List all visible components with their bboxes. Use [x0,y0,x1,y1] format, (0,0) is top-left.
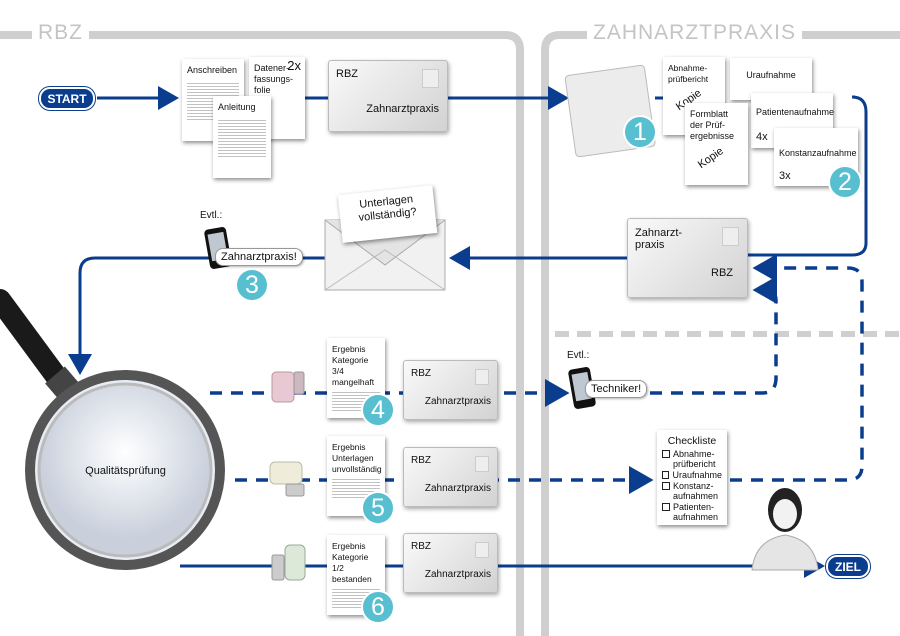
doc-title: Abnahme- prüfbericht [668,63,709,84]
checklist-title: Checkliste [667,435,717,447]
checklist-item-label: Patienten- aufnahmen [673,502,719,522]
sender: Zahnarzt- praxis [635,227,683,251]
doc-title: Formblatt der Prüf- ergebnisse [690,109,735,141]
checklist-item-label: Uraufnahme [672,470,722,480]
recipient: RBZ [711,267,733,279]
doc-title: Konstanzaufnahme [779,148,857,158]
copy-watermark: Kopie [695,145,726,172]
phone-label: Evtl.: [567,350,590,361]
doc-title: Anleitung [218,102,256,112]
thumbs-sideways-icon [269,461,305,497]
recipient: Zahnarztpraxis [424,569,491,580]
checkbox[interactable] [662,450,670,458]
recipient: Zahnarztpraxis [424,483,491,494]
sender: RBZ [336,68,358,80]
lane-dividers [0,31,900,636]
result-text: Ergebnis Unterlagen unvollständig [332,442,382,474]
speech-bubble-technician: Techniker! [585,380,648,398]
step-number-2: 2 [828,165,862,199]
checklist-item: Uraufnahme [662,470,722,480]
step-number-6: 6 [361,590,395,624]
envelope-rbz-to-praxis: RBZ Zahnarztpraxis [328,60,448,132]
thumbs-down-icon [271,371,305,403]
sender: RBZ [411,541,431,552]
count-label: 3x [779,170,791,182]
lane-label-rbz: RBZ [32,21,89,45]
sender: RBZ [411,368,431,379]
step-number-1: 1 [623,115,657,149]
quality-check-label: Qualitätsprüfung [85,465,166,477]
result-text: Ergebnis Kategorie 1/2 bestanden [332,541,372,584]
checklist-item: Konstanz- aufnahmen [662,481,722,501]
checklist-item: Patienten- aufnahmen [662,502,722,522]
start-badge: START [39,87,95,110]
incomplete-documents-note: Unterlagen vollständig? [337,185,438,243]
result-text: Ergebnis Kategorie 3/4 mangelhaft [332,344,375,387]
checklist-item-label: Konstanz- aufnahmen [673,481,719,501]
thumbs-up-icon [271,544,306,581]
doc-title: Patientenaufnahme [756,107,835,117]
magnifier-icon [0,289,225,570]
doc-title: Anschreiben [187,65,238,75]
step-number-5: 5 [361,491,395,525]
dentist-avatar [751,488,819,571]
sender: RBZ [411,455,431,466]
checkbox[interactable] [662,482,670,490]
checklist-item: Abnahme- prüfbericht [662,449,722,469]
recipient: Zahnarztpraxis [366,103,439,115]
goal-badge: ZIEL [826,555,870,578]
result-envelope: RBZ Zahnarztpraxis [403,533,498,593]
phone-label: Evtl.: [200,210,223,221]
doc-title: Datener- fassungs- folie [254,63,294,95]
count-label: 2x [287,58,301,73]
speech-bubble-praxis: Zahnarztpraxis! [215,248,303,266]
checkbox[interactable] [662,503,670,511]
checkbox[interactable] [662,471,670,479]
recipient: Zahnarztpraxis [424,396,491,407]
result-envelope: RBZ Zahnarztpraxis [403,447,498,507]
count-label: 4x [756,131,768,143]
result-envelope: RBZ Zahnarztpraxis [403,360,498,420]
step-number-4: 4 [361,393,395,427]
step-number-3: 3 [235,268,269,302]
checklist-item-label: Abnahme- prüfbericht [673,449,716,469]
lane-label-praxis: ZAHNARZTPRAXIS [587,21,803,45]
document-anleitung: Anleitung [213,96,271,178]
